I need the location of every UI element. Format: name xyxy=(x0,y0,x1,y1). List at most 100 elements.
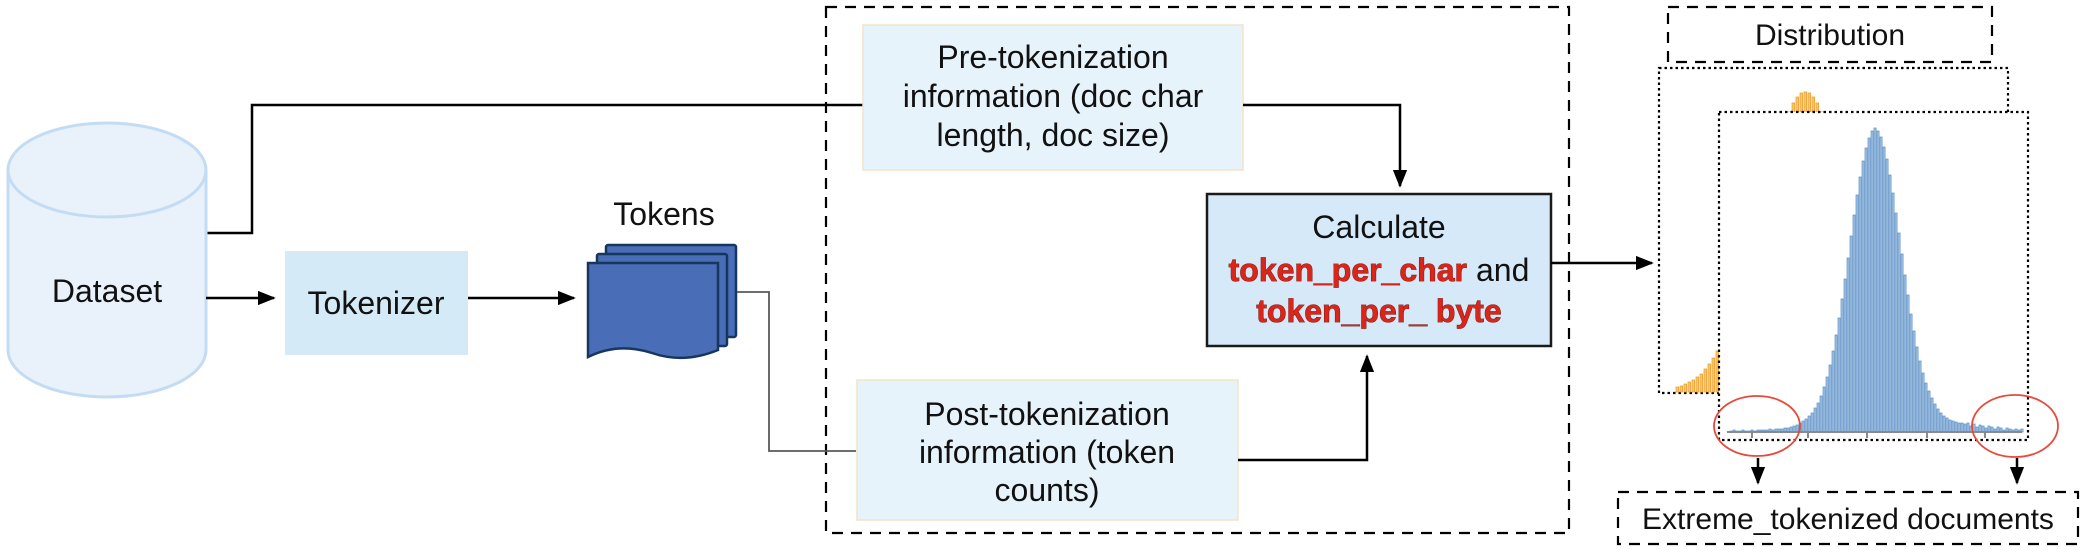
histogram-bar xyxy=(1918,360,1922,433)
tokenizer-box xyxy=(285,251,468,355)
histogram-bar xyxy=(1687,381,1692,393)
histogram-bar xyxy=(1933,403,1937,433)
histogram-bar xyxy=(1840,298,1844,433)
histogram-bar xyxy=(1810,412,1814,433)
token-per-char-code: token_per_char xyxy=(1229,252,1467,288)
histogram-bar xyxy=(1825,376,1829,433)
calculate-line-2-plain: and xyxy=(1476,252,1529,288)
distribution-title-node: Distribution xyxy=(1666,5,1994,64)
token-doc-front xyxy=(586,261,720,360)
histogram-bar xyxy=(1679,385,1684,393)
histogram-bar xyxy=(1876,130,1880,433)
calculate-box xyxy=(1205,192,1553,348)
histogram-bar xyxy=(1951,420,1955,433)
pre-line-1: Pre-tokenization xyxy=(937,39,1168,75)
connector-tokens-to-post xyxy=(737,291,856,452)
histogram-bar xyxy=(1695,376,1700,393)
histogram-bar xyxy=(1888,174,1892,433)
histogram-bar xyxy=(1801,420,1805,433)
histogram-bar xyxy=(1921,372,1925,433)
histogram-bar xyxy=(1870,130,1874,433)
histogram-bar xyxy=(1852,214,1856,433)
tokenizer-label: Tokenizer xyxy=(308,285,445,321)
right-tail-circle xyxy=(1971,394,2059,458)
histogram-bar xyxy=(1954,421,1958,433)
histogram-bar xyxy=(1936,408,1940,433)
histogram-bar xyxy=(1966,422,1970,433)
histogram-bar xyxy=(1849,235,1853,433)
arrow-pre-calculate xyxy=(1243,103,1408,188)
histogram-bar xyxy=(1915,346,1919,433)
histogram-bar xyxy=(1822,386,1826,433)
tokens-stack-icon: Tokens xyxy=(586,196,738,360)
distribution-title-box xyxy=(1666,5,1994,64)
histogram-bar xyxy=(1858,176,1862,433)
extreme-documents-label: Extreme_tokenized documents xyxy=(1642,503,2054,536)
analysis-dashed-container xyxy=(824,5,1571,535)
histogram-bar xyxy=(1804,418,1808,433)
extreme-documents-node: Extreme_tokenized documents xyxy=(1616,490,2080,546)
histogram-bar xyxy=(1879,136,1883,433)
histogram-bar xyxy=(1675,386,1680,393)
histogram-bar xyxy=(1900,253,1904,433)
histogram-bar xyxy=(1843,278,1847,433)
histogram-bar xyxy=(1978,424,1982,433)
extreme-documents-box xyxy=(1616,490,2080,546)
histogram-bar xyxy=(1885,158,1889,433)
histogram-bar xyxy=(1894,212,1898,433)
histogram-bar xyxy=(1828,364,1832,433)
histogram-bar xyxy=(1927,390,1931,433)
tokens-label: Tokens xyxy=(613,196,714,232)
histogram-bar xyxy=(1945,417,1949,433)
histogram-bar xyxy=(1867,137,1871,433)
cylinder-body xyxy=(6,170,208,399)
histogram-bar xyxy=(1846,257,1850,433)
cylinder-top xyxy=(6,121,208,219)
histogram-bar xyxy=(1819,395,1823,433)
connector-dataset-to-pre xyxy=(206,103,868,235)
histogram-bar xyxy=(1930,397,1934,433)
token-per-byte-code: token_per_ byte xyxy=(1256,293,1501,329)
histogram-bar xyxy=(1807,415,1811,433)
histogram-bar xyxy=(2020,428,2024,433)
histogram-bar xyxy=(1909,313,1913,433)
blue-histogram xyxy=(1727,127,2024,438)
histogram-bar xyxy=(1960,422,1964,433)
histogram-axis xyxy=(1727,431,2022,438)
histogram-bar xyxy=(1912,330,1916,433)
post-line-1: Post-tokenization xyxy=(924,396,1169,432)
histogram-bar xyxy=(1831,350,1835,433)
arrow-post-calculate xyxy=(1238,354,1375,462)
distribution-panel-front xyxy=(1717,110,2030,442)
histogram-bar xyxy=(1891,192,1895,433)
histogram-bar xyxy=(1903,274,1907,433)
dataset-label: Dataset xyxy=(52,273,162,309)
pre-line-2: information (doc char xyxy=(903,78,1204,114)
histogram-bar xyxy=(1864,147,1868,433)
histogram-bar xyxy=(1683,383,1688,393)
histogram-bar xyxy=(1795,424,1799,433)
dataset-cylinder-icon: Dataset xyxy=(6,121,208,399)
calculate-line-1: Calculate xyxy=(1312,209,1445,245)
histogram-bar xyxy=(1906,294,1910,433)
pre-tokenization-box xyxy=(862,24,1244,171)
histogram-bar xyxy=(1816,402,1820,433)
histogram-bar xyxy=(1939,412,1943,433)
post-tokenization-node: Post-tokenization information (token cou… xyxy=(856,379,1239,521)
histogram-bar xyxy=(1813,407,1817,433)
post-line-3: counts) xyxy=(995,472,1100,508)
post-tokenization-box xyxy=(856,379,1239,521)
histogram-bar xyxy=(1691,379,1696,393)
histogram-bar xyxy=(1924,382,1928,433)
histogram-bar xyxy=(1855,194,1859,433)
histogram-bar xyxy=(1963,423,1967,433)
histogram-bar xyxy=(1957,422,1961,433)
histogram-bar xyxy=(1873,127,1877,433)
histogram-bar xyxy=(1948,419,1952,433)
pre-line-3: length, doc size) xyxy=(936,117,1169,153)
distribution-label: Distribution xyxy=(1755,19,1905,52)
post-line-2: information (token xyxy=(919,434,1175,470)
